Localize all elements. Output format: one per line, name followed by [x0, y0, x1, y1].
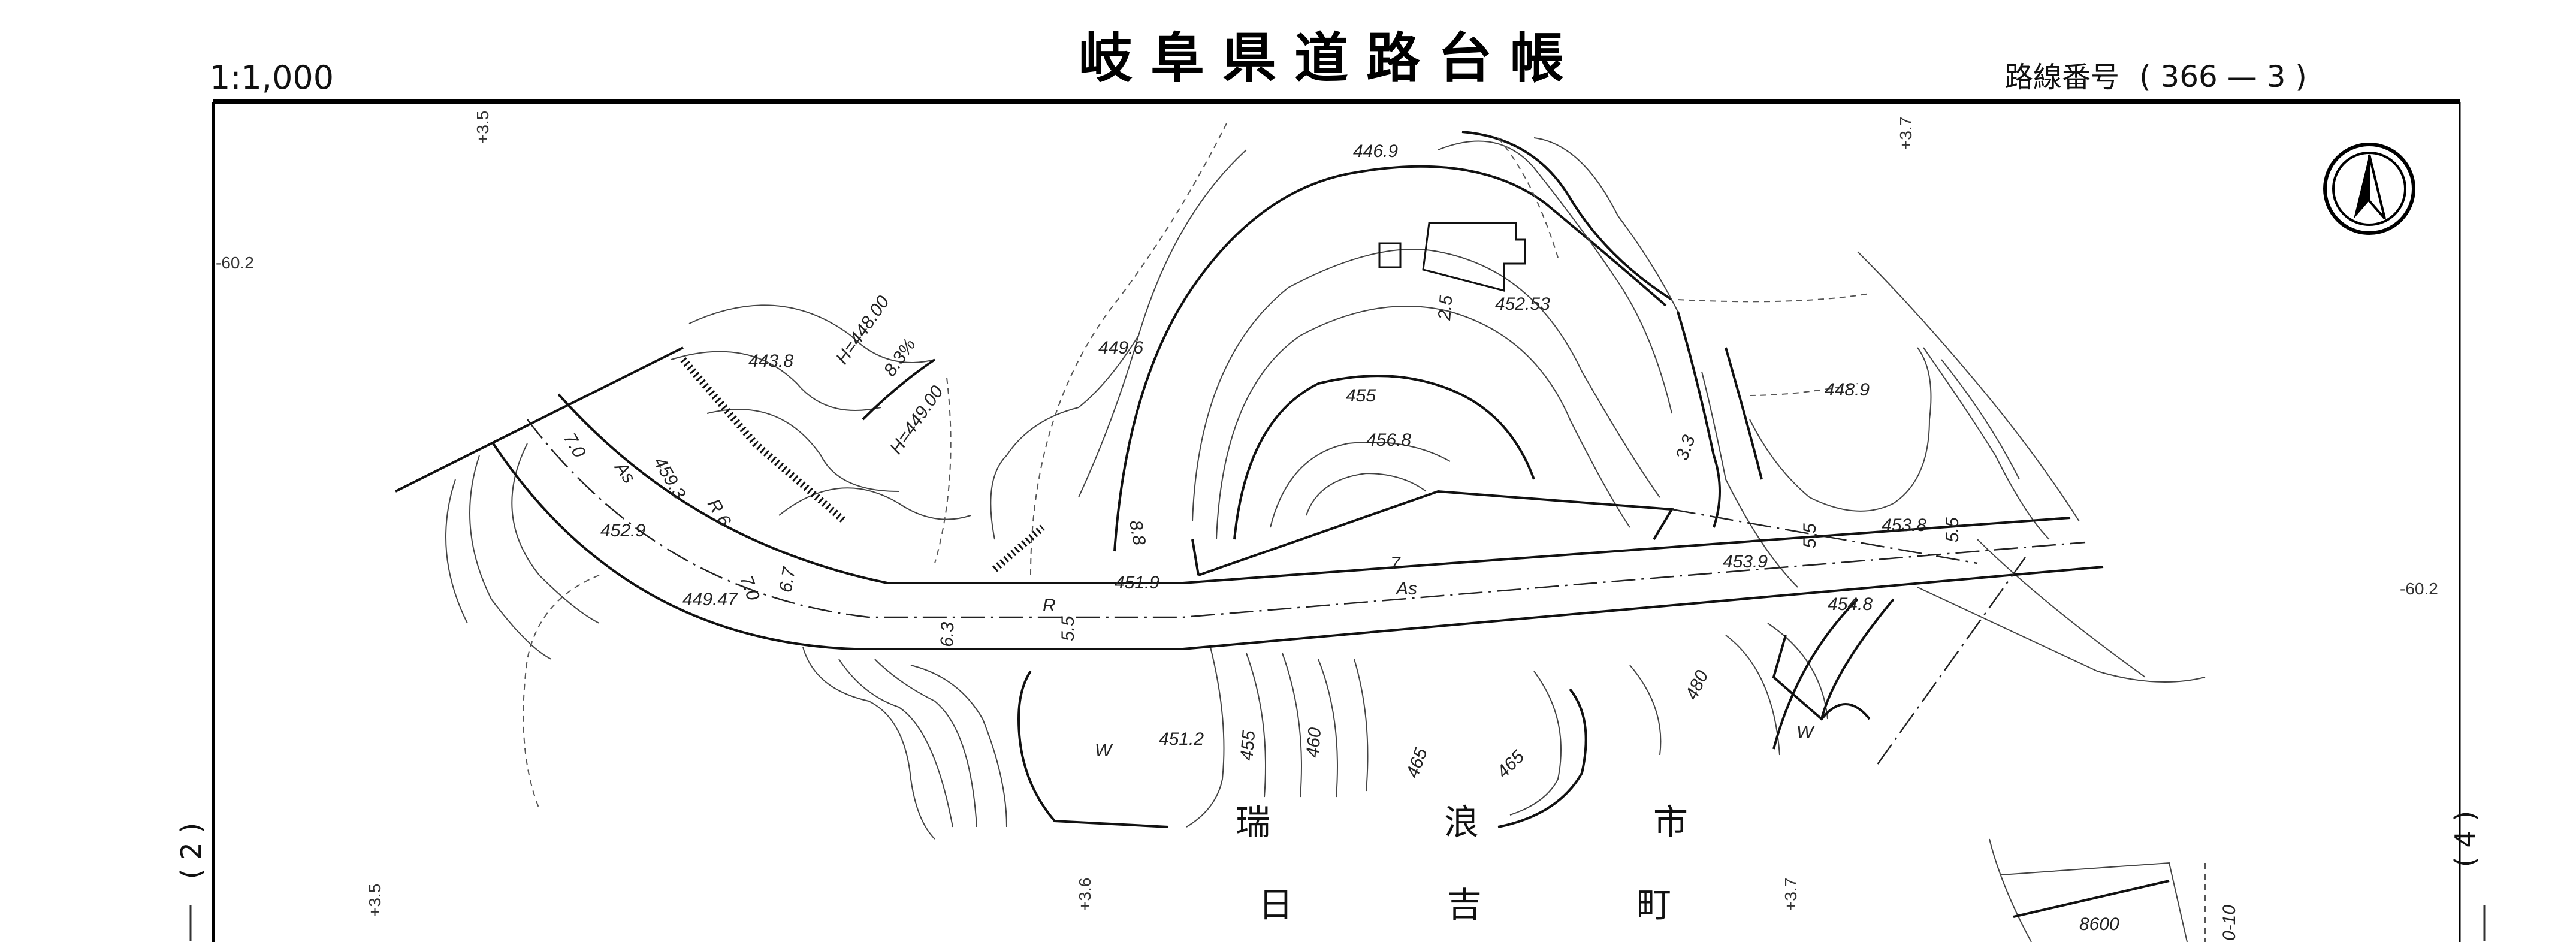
elevation-label: 451.2 [1159, 729, 1204, 749]
road [492, 393, 2104, 768]
width-label: 2.5 [1435, 294, 1457, 322]
elevation-label: 8600 [2079, 914, 2119, 934]
retaining-wall [992, 524, 1045, 572]
width-label: 7 [1390, 554, 1401, 573]
width-label: 8.8 [1125, 518, 1149, 547]
city-name-char: 市 [1653, 802, 1688, 843]
elevation-label: 448.9 [1825, 380, 1870, 400]
curve-radius-label: R [1043, 596, 1056, 615]
contour-label: 455 [1237, 730, 1259, 762]
map-annotations: 446.9 449.6 443.8 H=448.00 8.3% H=449.00… [560, 141, 2239, 941]
width-label: 5.5 [1058, 616, 1078, 641]
city-name-char: 浪 [1444, 802, 1479, 843]
elevation-label: 446.9 [1353, 141, 1398, 161]
town-name-char: 吉 [1447, 884, 1482, 925]
reference-label: 0-10 [2219, 905, 2239, 941]
elevation-label: 451.9 [1115, 573, 1159, 593]
adjacent-sheet-right: ( 4 ) [2449, 811, 2481, 867]
grid-mark: -60.2 [2400, 579, 2438, 598]
curve-radius-label: R 6 [703, 496, 735, 530]
elevation-label: 456.8 [1366, 430, 1411, 450]
elevation-label: 453.9 [1723, 552, 1768, 572]
width-label: 6.7 [775, 565, 799, 594]
scale-label: 1:1,000 [210, 59, 334, 96]
grid-mark: +3.5 [366, 884, 384, 917]
grid-mark: +3.7 [1781, 878, 1800, 911]
grid-mark: +3.6 [1076, 878, 1094, 911]
elevation-label: 454.8 [1828, 594, 1873, 614]
town-name-char: 町 [1636, 884, 1671, 925]
town-name-char: 日 [1258, 884, 1293, 925]
elevation-label: 449.47 [682, 590, 738, 609]
grid-mark: +3.7 [1896, 117, 1915, 150]
width-label: 7.0 [736, 573, 763, 603]
width-label: 5.5 [1943, 517, 1962, 542]
city-name-char: 瑞 [1236, 802, 1270, 843]
contour-lines [395, 119, 2206, 942]
surface-label: As [610, 457, 639, 487]
grid-mark: +3.5 [473, 111, 492, 144]
contour-label: 465 [1403, 745, 1432, 781]
elevation-label: 459.3 [650, 454, 689, 503]
grid-mark: -60.2 [216, 253, 254, 272]
sheet-title: 岐阜県道路台帳 [1079, 27, 1582, 90]
width-label: 5.5 [1800, 523, 1820, 548]
retaining-wall [680, 357, 847, 524]
elevation-label: 452.9 [600, 521, 645, 541]
design-height-label: H=449.00 [886, 382, 947, 458]
city-name: 瑞 浪 市 [1236, 802, 1688, 843]
elevation-label: 449.6 [1098, 338, 1143, 358]
water-label: W [1796, 723, 1815, 742]
elevation-label: 452.53 [1495, 294, 1550, 314]
surface-label: As [1395, 579, 1417, 599]
elevation-label: 453.8 [1882, 515, 1926, 535]
town-name: 日 吉 町 [1258, 884, 1671, 925]
contour-label: 460 [1303, 727, 1325, 759]
width-label: 7.0 [560, 430, 590, 461]
route-number-label: 路線番号 [2004, 61, 2119, 94]
route-number-value: ( 366 — 3 ) [2139, 59, 2307, 94]
contour-label: 480 [1681, 667, 1712, 703]
water-label: W [1095, 741, 1113, 760]
elevation-label: 455 [1346, 386, 1376, 406]
elevation-label: 443.8 [748, 351, 793, 371]
design-height-label: H=448.00 [832, 292, 893, 368]
building [1378, 222, 1526, 292]
adjacent-sheet-left: ( 2 ) [175, 823, 207, 879]
contour-label: 465 [1493, 747, 1529, 782]
width-label: 3.3 [1672, 433, 1699, 463]
north-arrow-icon [2323, 143, 2415, 235]
width-label: 6.3 [937, 621, 958, 647]
